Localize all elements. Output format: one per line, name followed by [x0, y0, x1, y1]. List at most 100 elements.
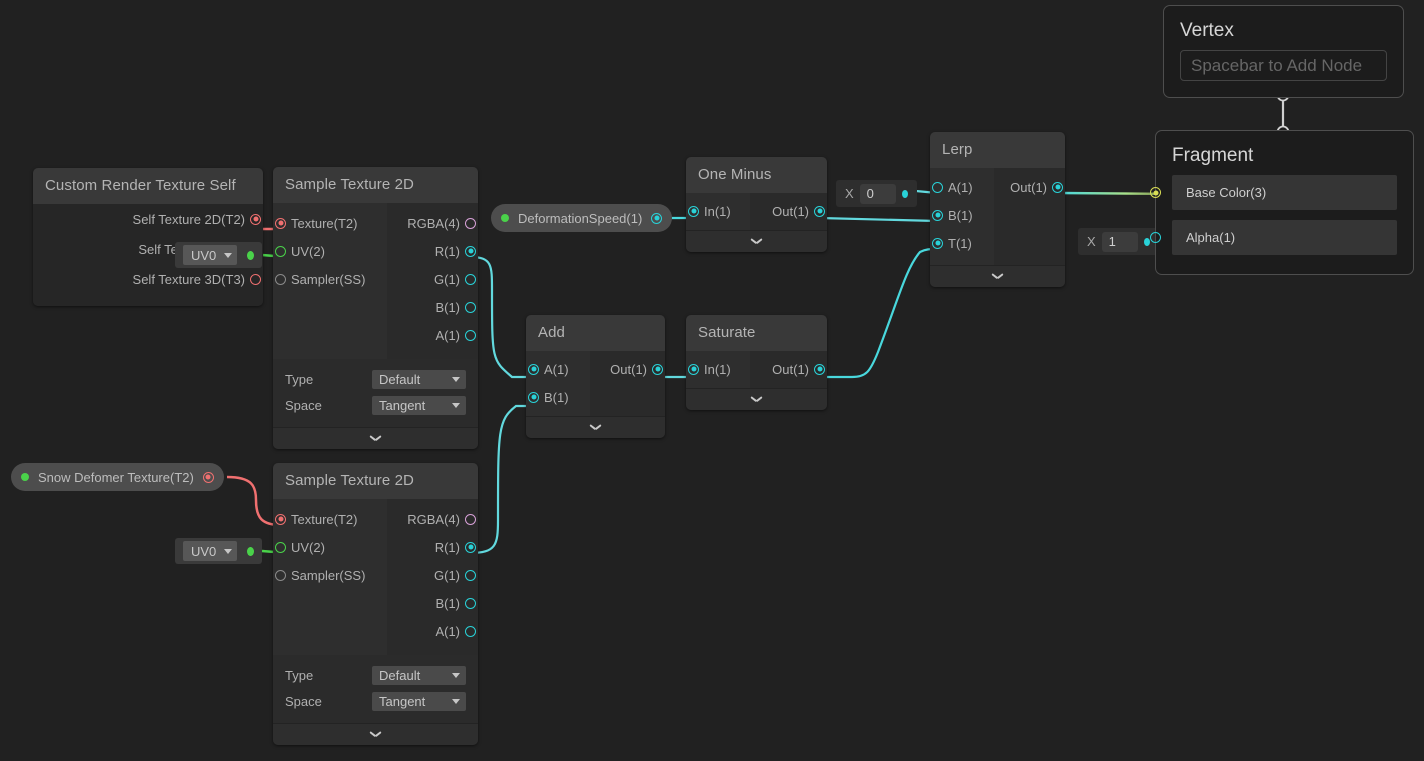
port-dot[interactable] — [275, 513, 286, 525]
port-b-in[interactable]: B(1) — [930, 201, 994, 229]
space-dropdown[interactable]: Tangent — [372, 395, 466, 415]
port-dot[interactable] — [275, 273, 286, 285]
port-dot[interactable] — [465, 273, 476, 285]
uv-dropdown-top[interactable]: UV0 — [183, 245, 238, 265]
setting-space[interactable]: Space Tangent — [285, 392, 466, 418]
port-in[interactable]: In(1) — [686, 197, 750, 225]
port-dot[interactable] — [814, 363, 825, 375]
port-dot[interactable] — [250, 273, 261, 285]
uv-channel-widget-top[interactable]: UV0 — [175, 242, 262, 268]
port-in[interactable]: In(1) — [686, 355, 750, 383]
port-sampler-in[interactable]: Sampler(SS) — [273, 561, 387, 589]
uv-output-dot[interactable] — [247, 546, 254, 556]
port-dot[interactable] — [275, 541, 286, 553]
port-a-in[interactable]: A(1) — [526, 355, 590, 383]
port-dot[interactable] — [465, 541, 476, 553]
collapse-toggle-saturate[interactable] — [686, 388, 827, 410]
port-out[interactable]: Out(1) — [590, 355, 665, 383]
port-dot[interactable] — [465, 301, 476, 313]
port-dot[interactable] — [652, 363, 663, 375]
node-saturate[interactable]: Saturate In(1) Out(1) — [686, 315, 827, 410]
port-dot[interactable] — [250, 213, 261, 225]
port-b-out[interactable]: B(1) — [387, 293, 478, 321]
port-dot[interactable] — [465, 329, 476, 341]
type-dropdown[interactable]: Default — [372, 665, 466, 685]
x-output-dot[interactable] — [901, 189, 908, 198]
port-texture-in[interactable]: Texture(T2) — [273, 209, 387, 237]
port-dot[interactable] — [1150, 232, 1161, 243]
fragment-slot-base-color[interactable]: Base Color(3) — [1150, 175, 1397, 210]
port-out[interactable]: Out(1) — [750, 197, 827, 225]
property-snow-deformer-texture[interactable]: Snow Defomer Texture(T2) — [11, 463, 224, 491]
port-dot[interactable] — [932, 181, 943, 193]
setting-type[interactable]: Type Default — [285, 662, 466, 688]
port-dot[interactable] — [814, 205, 825, 217]
fragment-slot-alpha[interactable]: Alpha(1) — [1150, 220, 1397, 255]
port-dot[interactable] — [1052, 181, 1063, 193]
port-dot[interactable] — [465, 625, 476, 637]
port-rgba-out[interactable]: RGBA(4) — [387, 505, 478, 533]
space-dropdown[interactable]: Tangent — [372, 691, 466, 711]
port-sampler-in[interactable]: Sampler(SS) — [273, 265, 387, 293]
port-dot[interactable] — [932, 237, 943, 249]
property-output-dot[interactable] — [202, 471, 214, 483]
port-dot[interactable] — [275, 245, 286, 257]
port-out[interactable]: Out(1) — [994, 173, 1065, 201]
alpha-value-widget[interactable]: X 1 — [1078, 228, 1159, 255]
port-uv-in[interactable]: UV(2) — [273, 533, 387, 561]
node-add[interactable]: Add A(1) B(1) Out(1) — [526, 315, 665, 438]
port-dot[interactable] — [528, 363, 539, 375]
port-r-out[interactable]: R(1) — [387, 237, 478, 265]
setting-type[interactable]: Type Default — [285, 366, 466, 392]
uv-channel-widget-bottom[interactable]: UV0 — [175, 538, 262, 564]
port-dot[interactable] — [1150, 187, 1161, 198]
port-dot[interactable] — [465, 245, 476, 257]
type-dropdown[interactable]: Default — [372, 369, 466, 389]
vertex-add-node-placeholder[interactable]: Spacebar to Add Node — [1180, 50, 1387, 81]
port-r-out[interactable]: R(1) — [387, 533, 478, 561]
node-lerp[interactable]: Lerp A(1) B(1) T(1) Out(1) — [930, 132, 1065, 287]
port-g-out[interactable]: G(1) — [387, 265, 478, 293]
property-deformation-speed[interactable]: DeformationSpeed(1) — [491, 204, 673, 232]
port-dot[interactable] — [275, 217, 286, 229]
node-sample-texture-2d-bottom[interactable]: Sample Texture 2D Texture(T2) UV(2) Samp… — [273, 463, 478, 745]
port-g-out[interactable]: G(1) — [387, 561, 478, 589]
port-dot[interactable] — [275, 569, 286, 581]
port-uv-in[interactable]: UV(2) — [273, 237, 387, 265]
master-node-fragment[interactable]: Fragment Base Color(3) Alpha(1) — [1150, 130, 1414, 275]
node-settings[interactable]: Type Default Space Tangent — [273, 359, 478, 427]
collapse-toggle-bottom[interactable] — [273, 723, 478, 745]
property-output-dot[interactable] — [651, 212, 663, 224]
port-dot[interactable] — [465, 569, 476, 581]
port-b-out[interactable]: B(1) — [387, 589, 478, 617]
x-value-input[interactable]: 1 — [1101, 231, 1138, 252]
uv-output-dot[interactable] — [247, 250, 254, 260]
port-dot[interactable] — [465, 513, 476, 525]
port-dot[interactable] — [932, 209, 943, 221]
collapse-toggle-lerp[interactable] — [930, 265, 1065, 287]
setting-space[interactable]: Space Tangent — [285, 688, 466, 714]
port-dot[interactable] — [465, 217, 476, 229]
port-a-out[interactable]: A(1) — [387, 321, 478, 349]
port-rgba-out[interactable]: RGBA(4) — [387, 209, 478, 237]
port-a-in[interactable]: A(1) — [930, 173, 994, 201]
node-sample-texture-2d-top[interactable]: Sample Texture 2D Texture(T2) UV(2) Samp… — [273, 167, 478, 449]
port-a-out[interactable]: A(1) — [387, 617, 478, 645]
port-dot[interactable] — [528, 391, 539, 403]
port-texture-in[interactable]: Texture(T2) — [273, 505, 387, 533]
node-settings[interactable]: Type Default Space Tangent — [273, 655, 478, 723]
master-node-vertex[interactable]: Vertex Spacebar to Add Node — [1163, 5, 1404, 98]
port-b-in[interactable]: B(1) — [526, 383, 590, 411]
collapse-toggle-top[interactable] — [273, 427, 478, 449]
port-self-texture-2d[interactable]: Self Texture 2D(T2) — [33, 204, 263, 234]
port-self-texture-3d[interactable]: Self Texture 3D(T3) — [33, 264, 263, 294]
lerp-a-value-widget[interactable]: X 0 — [836, 180, 917, 207]
port-dot[interactable] — [465, 597, 476, 609]
node-custom-render-texture-self[interactable]: Custom Render Texture Self Self Texture … — [33, 168, 263, 306]
port-dot[interactable] — [688, 205, 699, 217]
port-t-in[interactable]: T(1) — [930, 229, 994, 257]
node-one-minus[interactable]: One Minus In(1) Out(1) — [686, 157, 827, 252]
x-value-input[interactable]: 0 — [859, 183, 896, 204]
uv-dropdown-bottom[interactable]: UV0 — [183, 541, 238, 561]
